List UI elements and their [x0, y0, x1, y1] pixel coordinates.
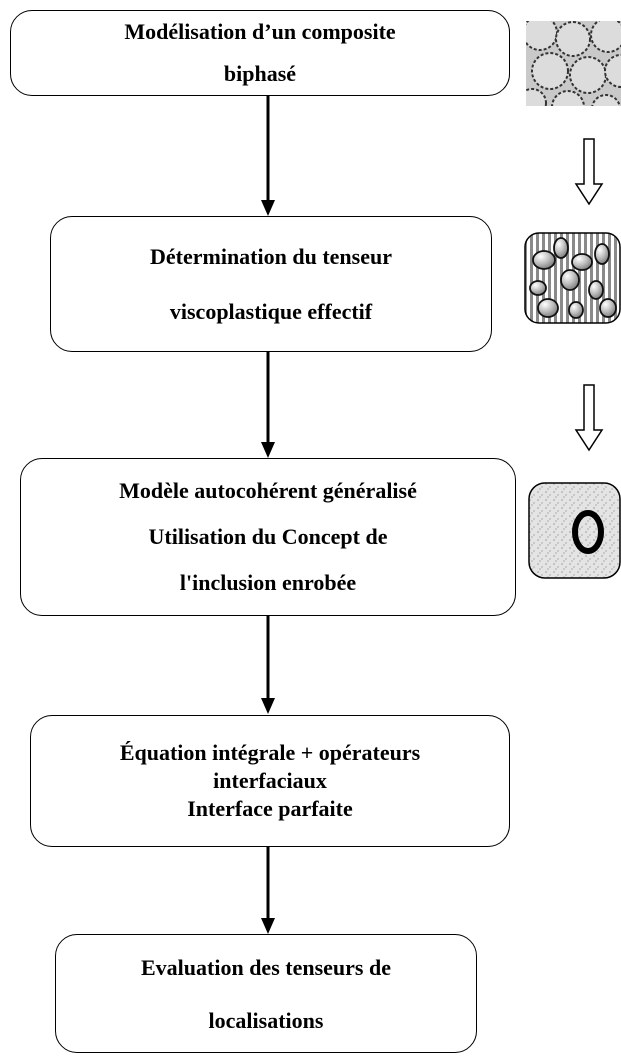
hollow-arrow-down-icon — [574, 384, 604, 452]
step-2-line-2: viscoplastique effectif — [169, 299, 373, 324]
step-3-line-3: l'inclusion enrobée — [179, 570, 357, 595]
step-box-self-consistent-model: Modèle autocohérent généralisé Utilisati… — [20, 458, 516, 616]
step-3-line-1: Modèle autocohérent généralisé — [119, 478, 417, 503]
step-1-line-2: biphasé — [223, 61, 297, 86]
step-5-line-1: Evaluation des tenseurs de — [141, 954, 391, 980]
coated-inclusion-icon — [528, 482, 621, 579]
hollow-arrow-down-icon — [574, 138, 604, 206]
particle-composite-icon — [524, 232, 621, 324]
arrow-down-icon — [261, 616, 275, 714]
step-2-line-1: Détermination du tenseur — [150, 244, 392, 269]
step-4-line-2: interfaciaux — [213, 768, 327, 793]
cellular-microstructure-icon — [526, 21, 621, 106]
step-4-line-3: Interface parfaite — [187, 796, 353, 821]
step-1-line-1: Modélisation d’un composite — [124, 19, 396, 44]
step-box-localization-tensors: Evaluation des tenseurs de localisations — [55, 934, 477, 1053]
step-box-integral-equation: Équation intégrale + opérateurs interfac… — [30, 715, 510, 847]
arrow-down-icon — [261, 352, 275, 458]
step-4-line-1: Équation intégrale + opérateurs — [119, 740, 421, 765]
step-3-line-2: Utilisation du Concept de — [148, 524, 388, 549]
step-box-viscoplastic-tensor: Détermination du tenseur viscoplastique … — [50, 216, 492, 352]
arrow-down-icon — [261, 847, 275, 934]
step-box-biphasic-model: Modélisation d’un composite biphasé — [10, 10, 510, 96]
arrow-down-icon — [261, 96, 275, 216]
step-5-line-2: localisations — [208, 1007, 324, 1033]
